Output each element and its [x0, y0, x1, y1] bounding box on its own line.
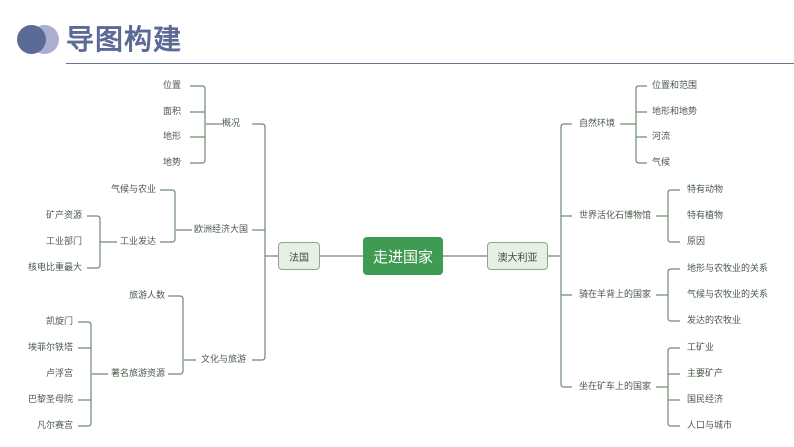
leaf-node[interactable]: 人口与城市 [687, 421, 733, 431]
leaf-node[interactable]: 地势 [163, 158, 182, 168]
connector-yangbei [656, 268, 680, 322]
connector-kuangche [656, 347, 680, 427]
leaf-node[interactable]: 特有植物 [687, 211, 724, 221]
node-gongye-fada[interactable]: 工业发达 [120, 237, 157, 247]
leaf-node[interactable]: 原因 [687, 237, 706, 247]
node-zhuming-lvyou[interactable]: 著名旅游资源 [111, 369, 166, 379]
root-node[interactable]: 走进国家 [363, 237, 443, 275]
node-yangbei[interactable]: 骑在羊背上的国家 [579, 290, 652, 300]
leaf-node[interactable]: 气候 [652, 158, 671, 168]
leaf-node[interactable]: 巴黎圣母院 [28, 395, 74, 405]
decorative-circle-dark [17, 25, 46, 54]
connector-gongye [87, 215, 117, 269]
leaf-node[interactable]: 气候与农牧业的关系 [687, 290, 769, 300]
header: 导图构建 [0, 0, 794, 70]
leaf-node[interactable]: 发达的农牧业 [687, 316, 742, 326]
page-title: 导图构建 [66, 23, 183, 56]
node-huohuashi[interactable]: 世界活化石博物馆 [579, 211, 652, 221]
leaf-node[interactable]: 地形与农牧业的关系 [687, 264, 769, 274]
leaf-node[interactable]: 位置 [163, 81, 182, 91]
leaf-node[interactable]: 河流 [652, 132, 671, 142]
title-divider [66, 63, 794, 64]
leaf-node[interactable]: 埃菲尔铁塔 [28, 343, 74, 353]
leaf-node[interactable]: 矿产资源 [46, 211, 83, 221]
leaf-node[interactable]: 工业部门 [46, 237, 83, 247]
node-gaikuang[interactable]: 概况 [222, 119, 241, 129]
leaf-node[interactable]: 特有动物 [687, 185, 724, 195]
node-wenhua-lvyou[interactable]: 文化与旅游 [201, 355, 247, 365]
leaf-node[interactable]: 国民经济 [687, 395, 724, 405]
leaf-node[interactable]: 地形和地势 [652, 107, 698, 117]
leaf-node[interactable]: 工矿业 [687, 343, 715, 353]
leaf-node[interactable]: 面积 [163, 107, 182, 117]
connector-ouzhou [160, 189, 192, 243]
connector-ziran [620, 85, 647, 164]
leaf-node[interactable]: 主要矿产 [687, 369, 724, 379]
connector-gaikuang [190, 85, 222, 164]
leaf-node[interactable]: 地形 [163, 132, 182, 142]
leaf-node[interactable]: 旅游人数 [129, 291, 166, 301]
leaf-node[interactable]: 凡尔赛宫 [37, 421, 74, 431]
connector-zhuming [78, 321, 108, 427]
node-ziran-huanjing[interactable]: 自然环境 [579, 119, 616, 129]
node-france[interactable]: 法国 [278, 242, 320, 270]
leaf-node[interactable]: 气候与农业 [111, 185, 157, 195]
connector-huohuashi [656, 189, 680, 243]
leaf-node[interactable]: 卢浮宫 [46, 369, 74, 379]
leaf-node[interactable]: 凯旋门 [46, 317, 74, 327]
connector-left-trunk [252, 123, 278, 361]
node-australia[interactable]: 澳大利亚 [487, 242, 548, 270]
leaf-node[interactable]: 位置和范围 [652, 81, 698, 91]
node-ouzhou-jingji[interactable]: 欧洲经济大国 [194, 225, 249, 235]
leaf-node[interactable]: 核电比重最大 [28, 263, 83, 273]
node-kuangche[interactable]: 坐在矿车上的国家 [579, 382, 652, 392]
connector-wenhua [168, 295, 196, 375]
